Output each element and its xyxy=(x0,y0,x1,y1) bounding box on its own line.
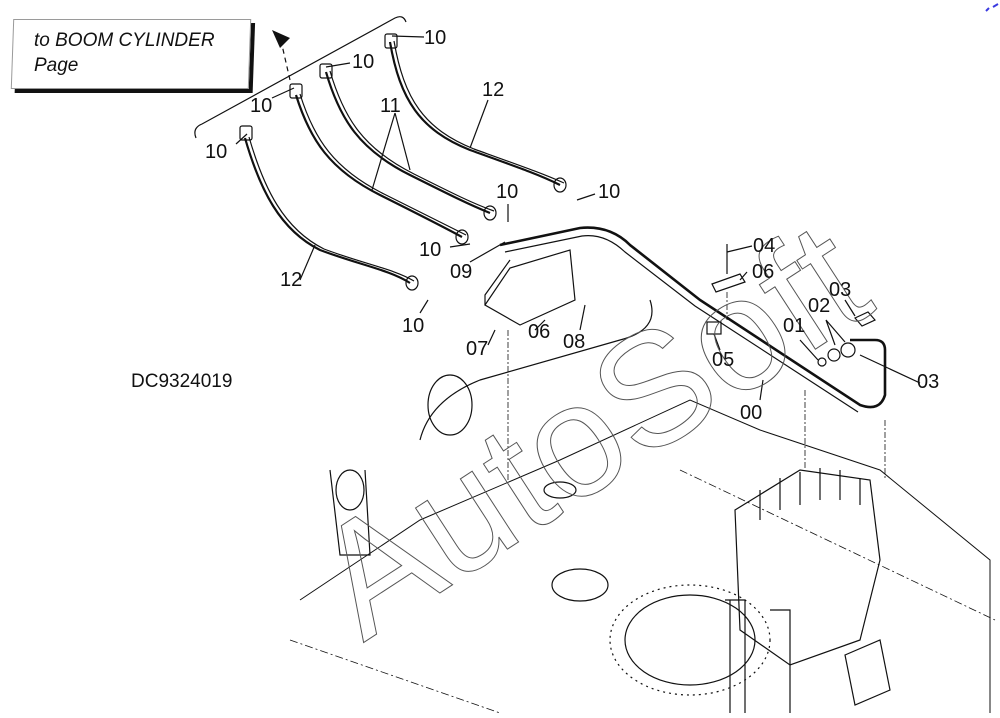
callout-04[interactable]: 04 xyxy=(753,235,776,257)
callout-10[interactable]: 10 xyxy=(205,141,228,163)
callout-08[interactable]: 08 xyxy=(563,331,586,353)
callout-10[interactable]: 10 xyxy=(352,51,375,73)
reference-line-1: to BOOM CYLINDER xyxy=(34,30,215,51)
callout-01[interactable]: 01 xyxy=(783,315,806,337)
hose-11-a xyxy=(294,94,463,238)
corner-mark-icon xyxy=(985,3,999,12)
callout-00[interactable]: 00 xyxy=(740,402,763,424)
callout-10[interactable]: 10 xyxy=(250,95,273,117)
callout-10[interactable]: 10 xyxy=(419,239,442,261)
group-arrow-line xyxy=(281,44,291,81)
drawing-id: DC9324019 xyxy=(131,371,233,392)
callout-06[interactable]: 06 xyxy=(752,261,775,283)
callout-02[interactable]: 02 xyxy=(808,295,831,317)
callout-10[interactable]: 10 xyxy=(496,181,519,203)
callout-03[interactable]: 03 xyxy=(829,279,852,301)
reference-line-2: Page xyxy=(34,55,79,76)
callout-12[interactable]: 12 xyxy=(482,79,505,101)
hose-12-right xyxy=(388,41,561,186)
callout-11[interactable]: 11 xyxy=(380,95,401,117)
callout-10[interactable]: 10 xyxy=(424,27,447,49)
frame-outline xyxy=(299,399,991,713)
reference-label[interactable]: to BOOM CYLINDER Page xyxy=(34,28,215,78)
control-valve xyxy=(734,469,881,666)
callout-12[interactable]: 12 xyxy=(280,269,303,291)
callout-10[interactable]: 10 xyxy=(598,181,621,203)
hose-12-left xyxy=(243,137,411,284)
arrow-up-icon xyxy=(272,30,290,48)
callout-06[interactable]: 06 xyxy=(528,321,551,343)
callout-05[interactable]: 05 xyxy=(712,349,735,371)
callout-07[interactable]: 07 xyxy=(466,338,489,360)
hose-11-b xyxy=(324,71,491,215)
callout-03[interactable]: 03 xyxy=(917,371,940,393)
callout-09[interactable]: 09 xyxy=(450,261,473,283)
pipe-00 xyxy=(499,226,887,409)
valve-block xyxy=(484,249,576,326)
callout-10[interactable]: 10 xyxy=(402,315,425,337)
group-bracket xyxy=(194,16,407,139)
